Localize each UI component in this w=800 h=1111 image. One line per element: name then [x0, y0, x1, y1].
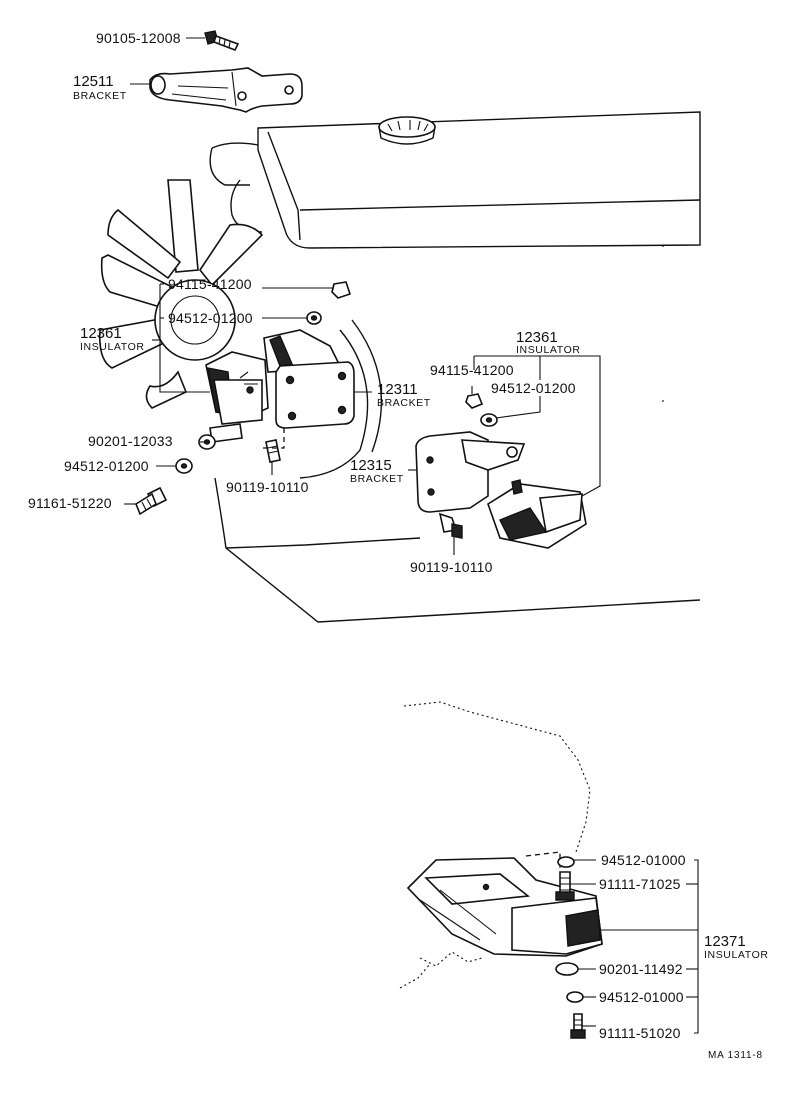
- part-number-label: 94512-01000: [601, 852, 686, 868]
- part-number-label: 94512-01200: [491, 380, 576, 396]
- cooling-fan-icon: [98, 179, 264, 409]
- part-number-label: 90119-10110: [226, 479, 309, 495]
- part-number-label: 12361: [516, 329, 558, 346]
- part-number-label: 91111-71025: [599, 876, 681, 892]
- washer-icon: [306, 311, 322, 325]
- bolt-icon: [555, 871, 575, 901]
- part-name-label: INSULATOR: [80, 341, 145, 353]
- washer-icon: [175, 458, 193, 474]
- engine-hanger-bracket: [149, 67, 303, 113]
- part-labels: 90105-12008 12511 BRACKET 94115-41200 94…: [28, 30, 769, 1061]
- part-number-label: 12511: [73, 73, 114, 90]
- part-number-label: 90119-10110: [410, 559, 493, 575]
- washer-icon: [566, 991, 584, 1003]
- part-number-label: 94512-01000: [599, 989, 684, 1005]
- front-bracket-mid: [263, 329, 355, 429]
- nut-icon: [331, 281, 352, 299]
- washer-icon: [480, 413, 498, 427]
- bolt-icon: [135, 486, 168, 516]
- washer-icon: [555, 962, 579, 976]
- part-name-label: BRACKET: [377, 397, 431, 409]
- front-bracket-right: [415, 431, 526, 513]
- part-number-label: 91111-51020: [599, 1025, 681, 1041]
- part-number-label: 90201-12033: [88, 433, 173, 449]
- part-number-label: 12315: [350, 457, 392, 474]
- part-number-label: 94115-41200: [430, 362, 514, 378]
- part-name-label: INSULATOR: [704, 949, 769, 961]
- part-name-label: BRACKET: [350, 473, 404, 485]
- part-number-label: 90201-11492: [599, 961, 683, 977]
- nut-icon: [465, 393, 484, 409]
- part-number-label: 12371: [704, 933, 746, 950]
- bolt-icon: [570, 1013, 586, 1039]
- part-name-label: INSULATOR: [516, 344, 581, 356]
- part-number-label: 12311: [377, 381, 418, 398]
- front-insulator-left: [205, 351, 269, 443]
- part-number-label: 12361: [80, 325, 122, 342]
- leader-lines: [124, 37, 699, 1034]
- part-number-label: 94115-41200: [168, 276, 252, 292]
- part-name-label: BRACKET: [73, 90, 127, 102]
- reference-code: MA 1311-8: [708, 1050, 763, 1061]
- bolt-icon: [265, 439, 281, 463]
- part-number-label: 90105-12008: [96, 30, 181, 46]
- bolt-icon: [438, 512, 463, 539]
- part-number-label: 94512-01200: [168, 310, 253, 326]
- washer-icon: [557, 856, 575, 868]
- rear-insulator: [406, 857, 603, 957]
- bolt-icon: [204, 30, 240, 52]
- part-number-label: 91161-51220: [28, 495, 112, 511]
- front-insulator-right: [487, 479, 587, 549]
- part-number-label: 94512-01200: [64, 458, 149, 474]
- engine-block-outline: [209, 111, 701, 623]
